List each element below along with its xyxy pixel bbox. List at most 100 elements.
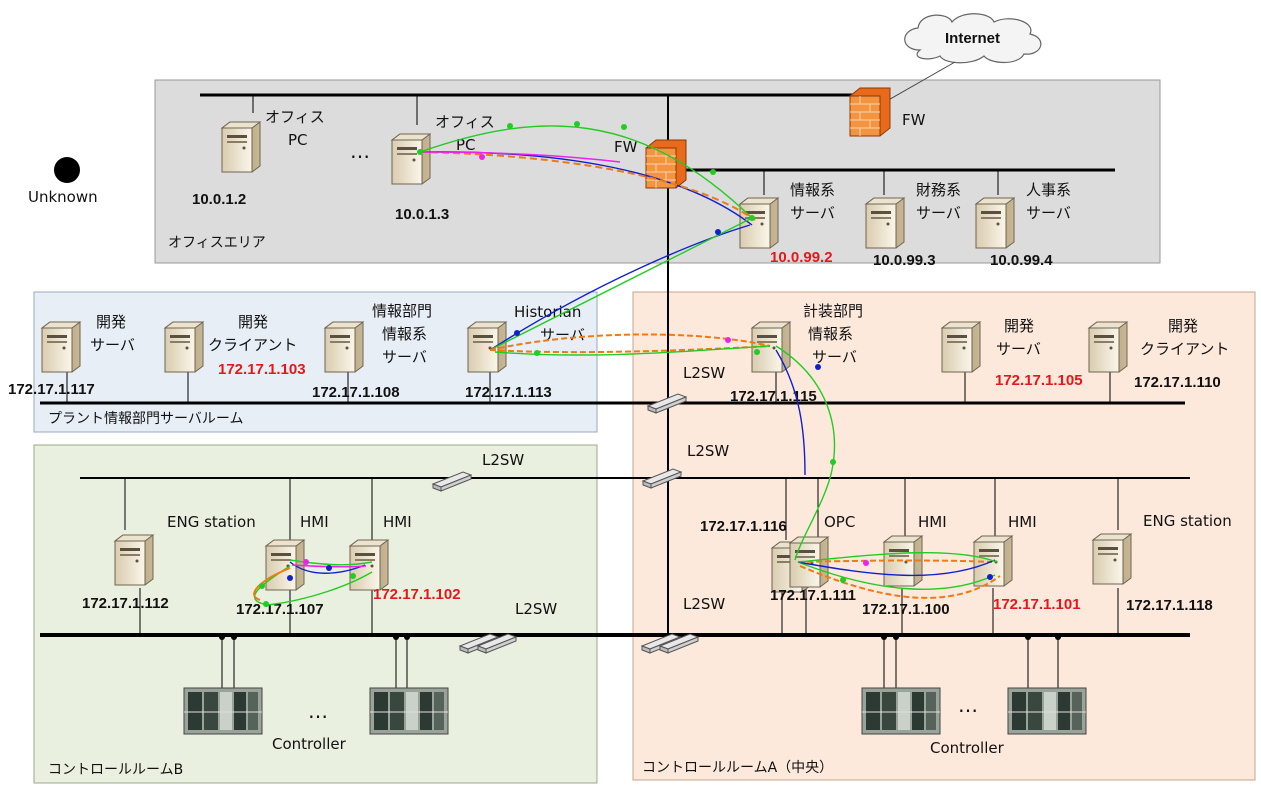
ctrl-a-dev-client-ip: 172.17.1.110 [1134,374,1221,391]
ctrl-a-dev-server-name-l2: サーバ [996,340,1041,358]
finance-server-name-l1: 財務系 [916,181,961,199]
plant-it-room-label: プラント情報部門サーバルーム [48,411,243,427]
flow-orange-office [419,151,756,221]
plant-it-server-name-l1: 情報部門 [372,302,432,320]
ctrl-a-dev-client-icon [1088,321,1128,373]
ctrl-b-hmi2-ip: 172.17.1.102 [373,586,461,603]
ctrl-a-dev-client-name-l2: クライアント [1140,340,1229,358]
instrument-server-name-l1: 計装部門 [803,302,863,320]
ctrl-b-controller-label: Controller [272,735,347,753]
flow-blue-opc-hmi [797,559,996,577]
office-pc1-name-l2: PC [288,131,308,149]
info-server-name-l2: サーバ [790,204,835,222]
office-pc2-icon [391,133,431,185]
ctrl-a-hmi1-name: HMI [918,513,947,531]
ctrl-a-opc-name: OPC [824,513,855,531]
traffic-flows [253,125,1001,606]
ctrl-a-eng-icon [1092,533,1132,585]
fw-inner-label: FW [614,138,638,156]
office-pc1-icon [221,121,261,173]
plant-dev-client-icon [164,321,204,373]
flow-orange-historian-bottom [489,345,771,354]
flow-orange-historian-top [489,333,771,351]
ctrl-b-eng-name: ENG station [167,513,256,531]
l2sw-2-label: L2SW [687,442,729,460]
plant-it-server-name-l3: サーバ [382,348,427,366]
office-pc1-name-l1: オフィス [265,108,325,126]
instrument-server-name-l2: 情報系 [808,325,853,343]
hr-server-name-l2: サーバ [1026,204,1071,222]
fw-outer-label: FW [902,111,926,129]
ctrl-b-eng-ip: 172.17.1.112 [82,595,169,612]
flow-magenta-office [419,151,621,163]
hr-server-ip: 10.0.99.4 [990,252,1053,269]
office-area-label: オフィスエリア [168,235,266,251]
internet-cloud-icon [904,13,1042,64]
flow-magenta-hmi-b [291,564,367,568]
office-pc2-name-l2: PC [456,136,476,154]
ctrl-a-controller1-icon [861,687,941,735]
flow-green-office [419,125,753,219]
flow-orange-opc-hmi-top [797,559,993,563]
info-server-ip: 10.0.99.2 [770,249,833,266]
plant-dev-server-name-l2: サーバ [90,336,135,354]
ctrl-b-controller1-icon [183,687,263,735]
flow-green-opc-hmi-2 [797,551,998,563]
ctrl-a-controller-ellipsis: … [958,693,978,717]
ctrl-a-opc-ip-b: 172.17.1.111 [770,587,856,604]
ctrl-a-eng-ip: 172.17.1.118 [1126,597,1213,614]
ctrl-a-controller2-icon [1007,687,1087,735]
ctrl-b-controller-ellipsis: … [308,699,328,723]
ctrl-b-eng-icon [114,534,154,586]
plant-dev-client-name-l2: クライアント [208,336,297,354]
info-server-name-l1: 情報系 [790,181,835,199]
office-pc1-ip: 10.0.1.2 [192,191,246,208]
ctrl-a-dev-client-name-l1: 開発 [1168,317,1198,335]
ctrl-b-hmi1-ip: 172.17.1.107 [236,601,324,618]
plant-it-server-name-l2: 情報系 [382,325,427,343]
flow-markers [259,121,993,607]
flow-blue-instr-opc [775,349,806,476]
ctrl-b-hmi2-name: HMI [383,513,412,531]
l2sw-4-label: L2SW [515,600,557,618]
ctrl-a-hmi2-ip: 172.17.1.101 [993,596,1081,613]
ctrl-a-controller-label: Controller [930,739,1005,757]
fw-outer-icon [849,87,891,137]
plant-it-server-icon [324,321,364,373]
ctrl-a-dev-server-icon [941,321,981,373]
network-lines [40,93,1190,688]
control-room-a-label: コントロールルームA（中央） [642,760,833,776]
finance-server-ip: 10.0.99.3 [873,252,936,269]
plant-dev-server-name-l1: 開発 [96,313,126,331]
office-pc2-name-l1: オフィス [435,113,495,131]
office-pc-ellipsis: … [350,139,370,163]
plant-it-server-ip: 172.17.1.108 [312,384,400,401]
unknown-legend-label: Unknown [28,188,98,206]
ctrl-a-hmi1-ip: 172.17.1.100 [862,601,950,618]
internet-label: Internet [945,30,1000,47]
historian-server-ip: 172.17.1.113 [465,384,552,401]
internet-link [884,61,956,103]
instrument-server-ip: 172.17.1.115 [730,388,817,405]
flow-green-opc-hmi [797,561,996,590]
hr-server-icon [975,197,1015,249]
ctrl-a-hmi2-name: HMI [1008,513,1037,531]
plant-dev-client-name-l1: 開発 [238,313,268,331]
flow-green-instr-opc [775,345,836,561]
flow-green-historian [489,217,753,351]
info-server-icon [739,197,779,249]
ctrl-a-dev-server-name-l1: 開発 [1004,317,1034,335]
ctrl-a-dev-server-ip: 172.17.1.105 [995,372,1083,389]
control-room-b-zone [33,444,598,784]
finance-server-icon [865,197,905,249]
historian-server-name-l2: サーバ [540,326,585,344]
historian-server-name-l1: Historian [514,303,581,321]
instrument-server-name-l3: サーバ [812,348,857,366]
ctrl-b-hmi2-icon [349,539,389,591]
hr-server-name-l1: 人事系 [1026,181,1071,199]
l2sw-1-label: L2SW [683,364,725,382]
ctrl-b-controller2-icon [369,687,449,735]
unknown-legend-dot [54,157,80,183]
flow-blue-historian [489,224,751,351]
